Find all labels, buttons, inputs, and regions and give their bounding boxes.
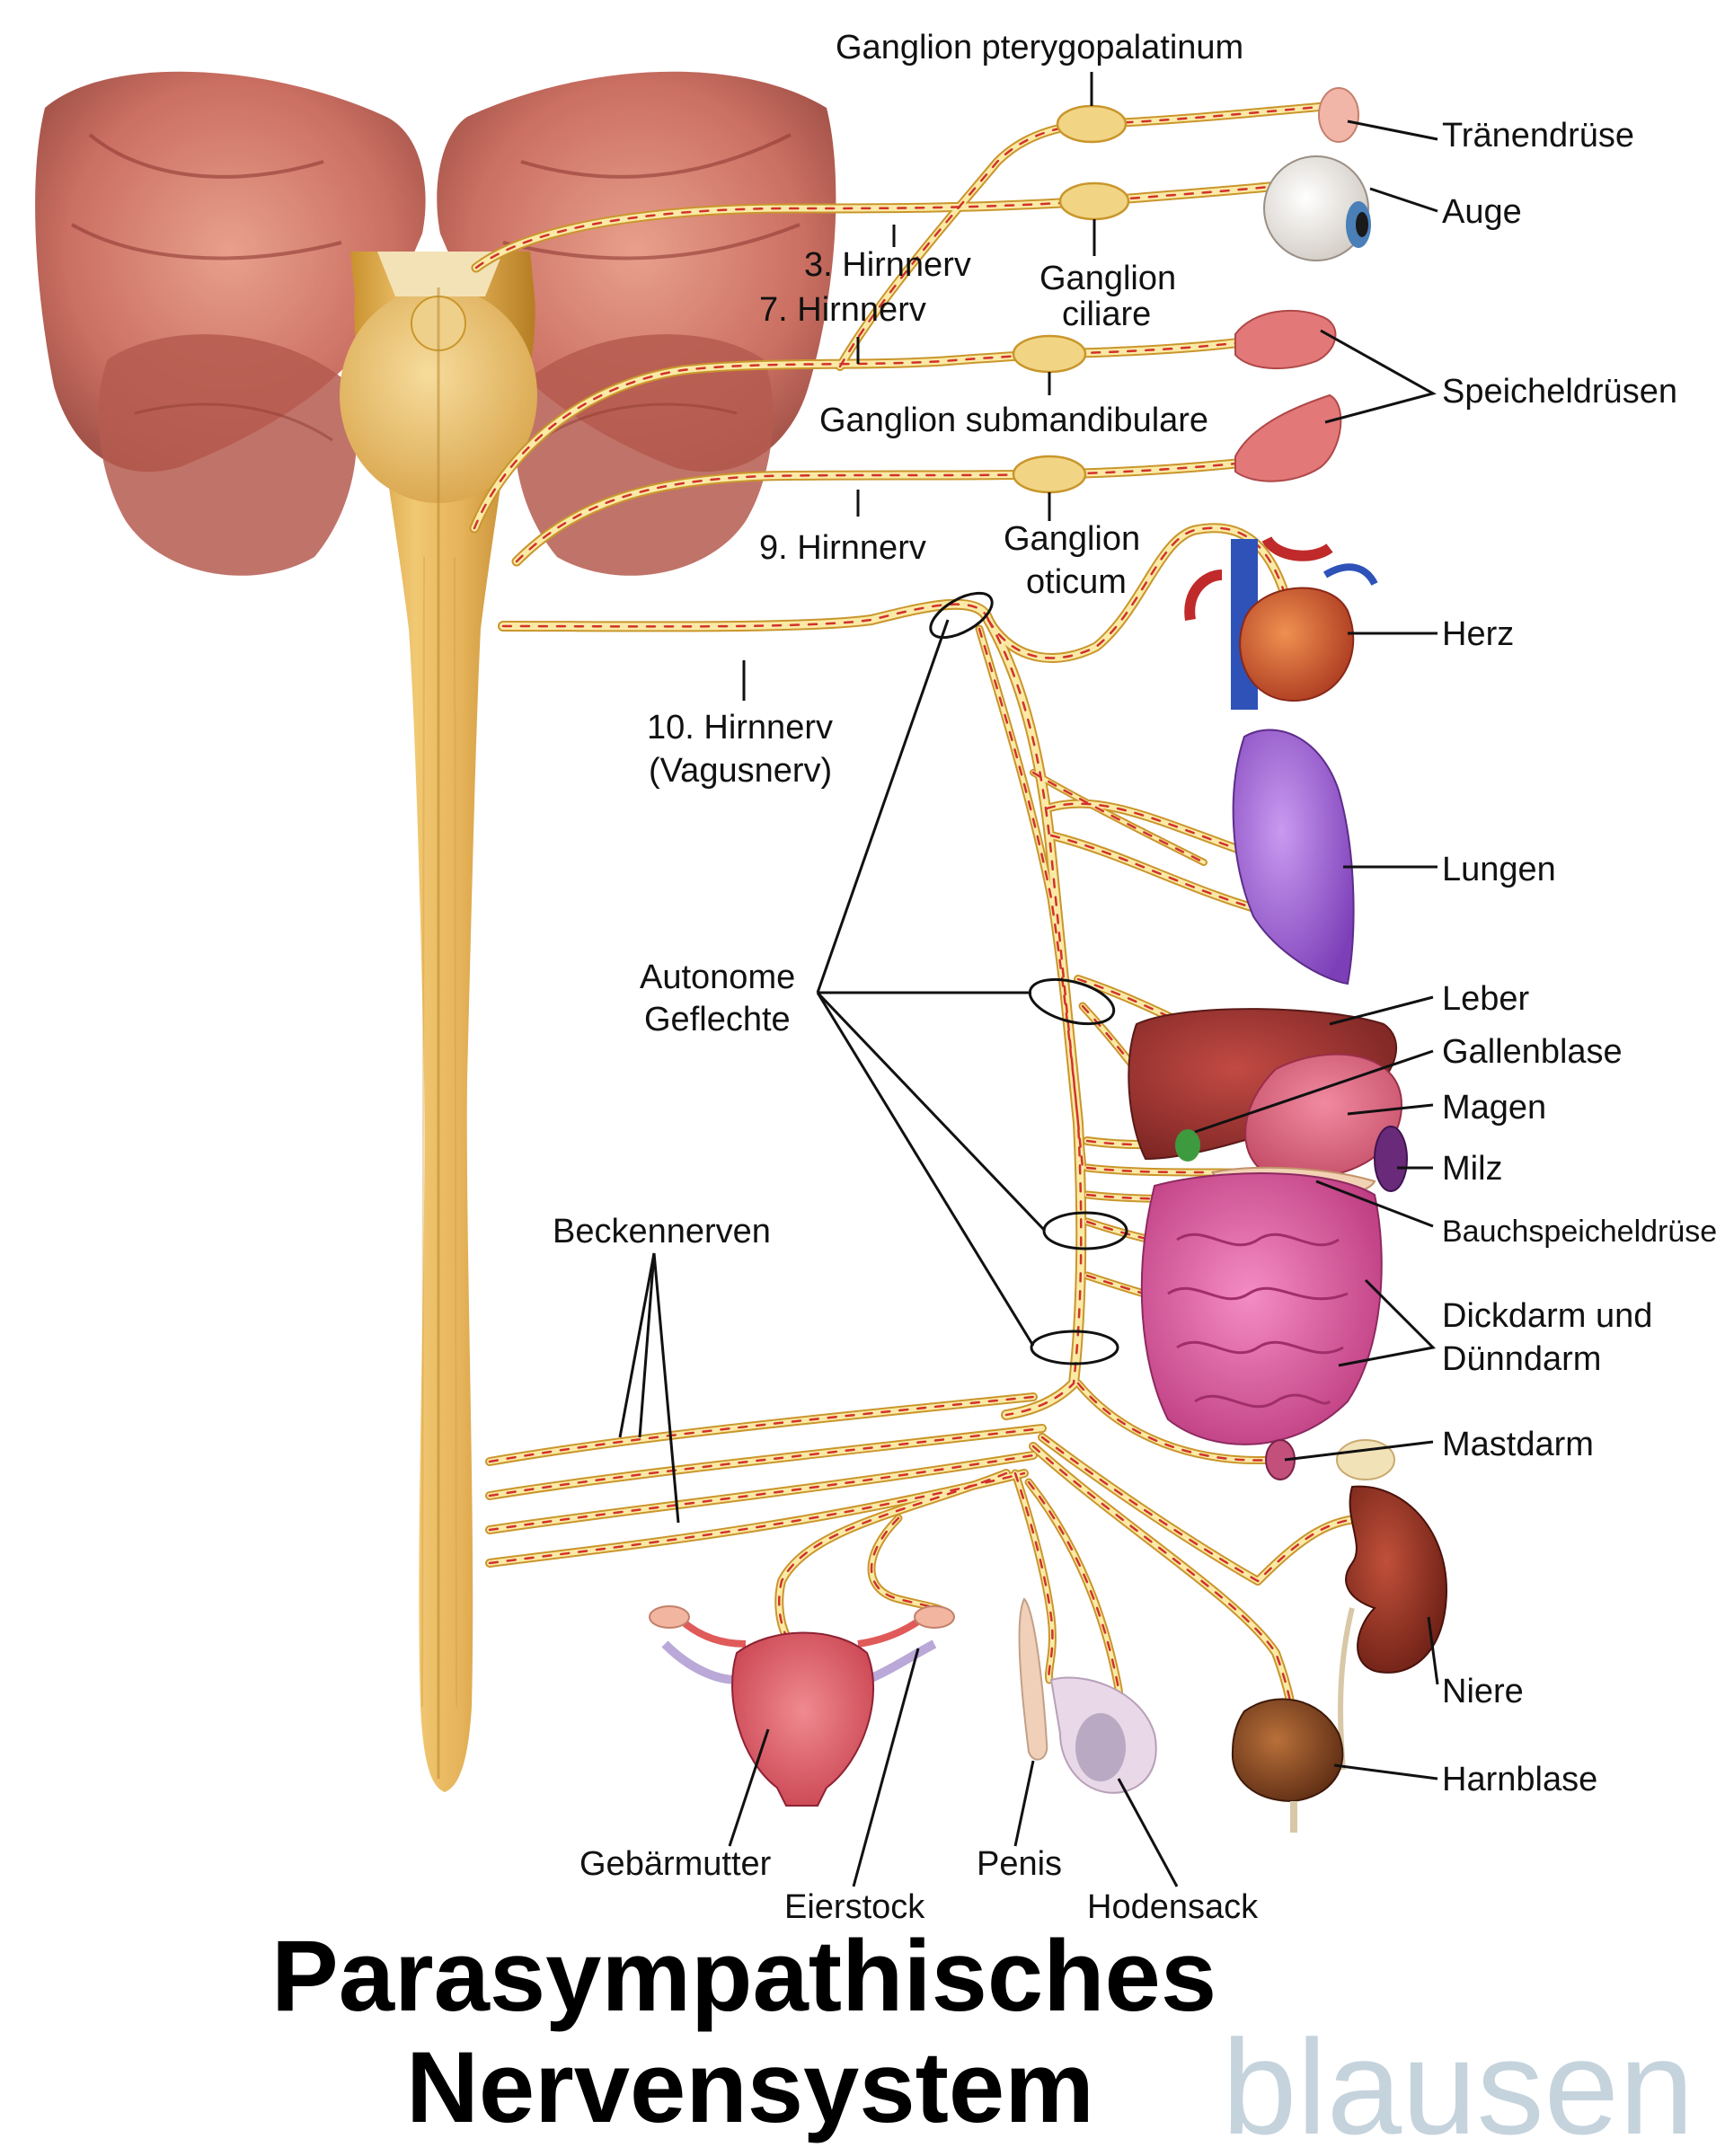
- heart: [1184, 535, 1378, 710]
- ganglion-pterygopalatinum-node: [1056, 104, 1128, 144]
- label-lungen: Lungen: [1442, 851, 1556, 888]
- label-auge: Auge: [1442, 193, 1522, 231]
- label-milz: Milz: [1442, 1150, 1503, 1188]
- salivary-gland-lower: [1234, 393, 1342, 482]
- salivary-gland-upper: [1234, 309, 1337, 369]
- nerve-cn7-up-c: [838, 104, 1331, 368]
- nerve-rectum-c: [1076, 1382, 1278, 1462]
- lungs: [1232, 729, 1355, 985]
- eye: [1263, 155, 1371, 261]
- kidney: [1336, 1439, 1448, 1771]
- label-speicheldruesen: Speicheldrüsen: [1442, 373, 1677, 411]
- stomach: [1244, 1053, 1403, 1180]
- nerve-gallb-c: [1081, 1004, 1192, 1143]
- label-eierstock: Eierstock: [784, 1888, 925, 1926]
- nerve-vagus-trunk-c: [986, 618, 1083, 1417]
- label-ganglion-submandibulare: Ganglion submandibulare: [819, 402, 1208, 439]
- label-bauchspeicheldruese: Bauchspeicheldrüse: [1442, 1215, 1717, 1249]
- ganglion-submandibulare-node: [1012, 334, 1087, 374]
- nerve-vagus-head-i: [500, 600, 992, 631]
- label-magen: Magen: [1442, 1089, 1546, 1127]
- bladder: [1231, 1698, 1344, 1833]
- label-autonome-geflechte-1: Autonome: [640, 959, 795, 996]
- nerve-pelvic-4-c: [488, 1471, 1026, 1565]
- label-gallenblase: Gallenblase: [1442, 1033, 1623, 1071]
- nerve-pelvic-3-c: [488, 1454, 1035, 1532]
- nerve-kidney-c: [1040, 1436, 1372, 1583]
- nerve-vagus-head-c: [501, 603, 990, 628]
- ganglion-oticum-node: [1012, 455, 1087, 494]
- label-hirnnerv-10-2: (Vagusnerv): [649, 752, 832, 790]
- label-ganglion-pterygopalatinum: Ganglion pterygopalatinum: [836, 29, 1243, 66]
- label-beckennerven: Beckennerven: [553, 1213, 771, 1250]
- labels: Ganglion pterygopalatinum Tränendrüse Au…: [553, 29, 1717, 1926]
- label-ganglion-oticum-1: Ganglion: [1004, 520, 1140, 558]
- nerve-cn3-c: [474, 182, 1296, 270]
- label-hirnnerv-7: 7. Hirnnerv: [759, 291, 926, 329]
- label-ganglion-oticum-2: oticum: [1026, 563, 1127, 601]
- ganglion-ciliare-node: [1058, 181, 1130, 221]
- nerve-lung-3-c: [1031, 771, 1206, 864]
- leader-lines: [618, 72, 1439, 1887]
- nerve-vagus-trunk-b-i: [977, 626, 1085, 1171]
- nerve-scrotum-c: [1027, 1480, 1121, 1763]
- label-autonome-geflechte-2: Geflechte: [644, 1001, 791, 1038]
- page-title-line-1: Parasympathisches: [271, 1920, 1216, 2032]
- label-dickdarm-2: Dünndarm: [1442, 1340, 1601, 1378]
- gallbladder: [1175, 1129, 1200, 1162]
- nerve-bladder-c: [1031, 1445, 1296, 1731]
- spleen: [1374, 1126, 1408, 1192]
- male-genitals: [1018, 1597, 1157, 1794]
- label-mastdarm: Mastdarm: [1442, 1426, 1594, 1463]
- label-traenendruese: Tränendrüse: [1442, 117, 1634, 155]
- nerve-female-b-o: [867, 1514, 946, 1617]
- nerve-cn9-c: [515, 460, 1255, 563]
- label-hirnnerv-3: 3. Hirnnerv: [804, 246, 971, 284]
- label-ganglion-ciliare-2: ciliare: [1062, 296, 1151, 333]
- label-dickdarm-1: Dickdarm und: [1442, 1297, 1652, 1335]
- intestines: [1140, 1172, 1383, 1445]
- nerve-penis-c: [1013, 1471, 1054, 1682]
- label-leber: Leber: [1442, 980, 1530, 1018]
- nerve-cn7-main-c: [473, 340, 1251, 530]
- plexus-markers: [929, 591, 1128, 1365]
- label-herz: Herz: [1442, 615, 1514, 653]
- nerve-vagus-trunk-b-o: [975, 624, 1087, 1172]
- label-ganglion-ciliare-1: Ganglion: [1039, 260, 1176, 297]
- nerve-lung-2-c: [1049, 834, 1269, 914]
- label-penis: Penis: [977, 1845, 1062, 1883]
- label-hirnnerv-10-1: 10. Hirnnerv: [647, 709, 833, 747]
- page-title-line-2: Nervensystem: [406, 2031, 1094, 2143]
- label-harnblase: Harnblase: [1442, 1761, 1597, 1798]
- spinal-cord: [340, 252, 537, 1792]
- label-hirnnerv-9: 9. Hirnnerv: [759, 529, 926, 567]
- brain: [35, 71, 836, 576]
- nerve-vagus-trunk-b-c: [978, 627, 1084, 1170]
- uterus: [649, 1605, 955, 1807]
- nerve-pelvic-2-c: [488, 1427, 1044, 1498]
- label-gebaermutter: Gebärmutter: [579, 1845, 772, 1883]
- label-hodensack: Hodensack: [1087, 1888, 1259, 1926]
- blausen-logo: blausen: [1222, 2011, 1694, 2156]
- lacrimal-gland: [1318, 87, 1359, 143]
- nerve-pelvic-1-c: [488, 1395, 1035, 1463]
- label-niere: Niere: [1442, 1673, 1524, 1710]
